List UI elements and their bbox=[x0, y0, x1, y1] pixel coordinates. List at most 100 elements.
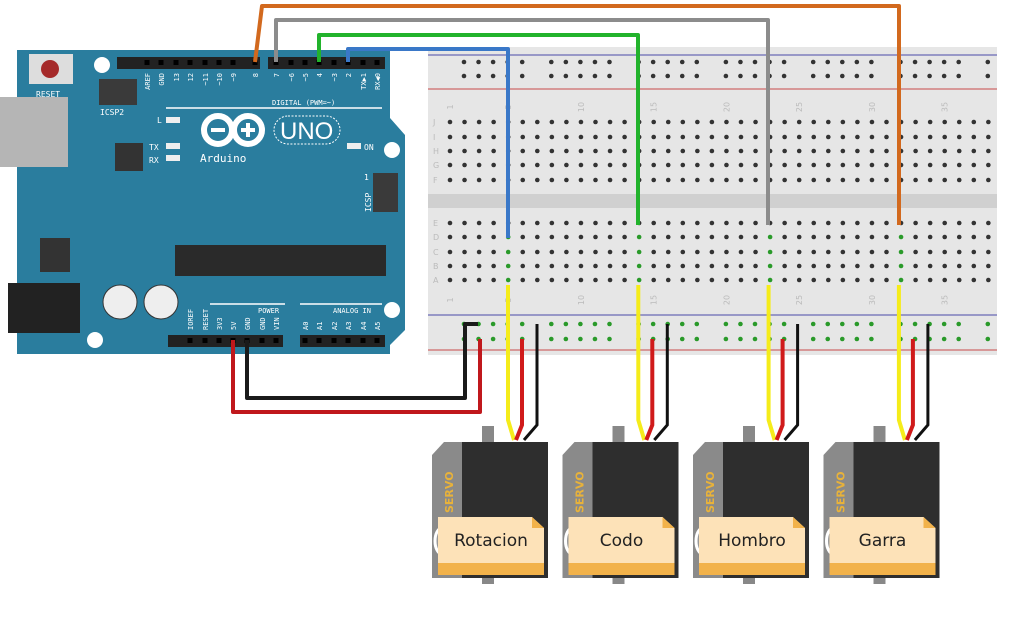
breadboard-hole[interactable] bbox=[738, 234, 744, 240]
breadboard-hole[interactable] bbox=[491, 249, 496, 255]
breadboard-hole[interactable] bbox=[695, 220, 700, 226]
breadboard-hole[interactable] bbox=[724, 148, 729, 154]
breadboard-hole[interactable] bbox=[826, 119, 831, 125]
breadboard-hole[interactable] bbox=[622, 162, 627, 168]
breadboard-hole[interactable] bbox=[578, 148, 584, 154]
header-pin[interactable] bbox=[374, 60, 380, 65]
breadboard-hole[interactable] bbox=[724, 234, 729, 240]
breadboard-hole[interactable] bbox=[695, 134, 700, 140]
wire-pin8-orange[interactable] bbox=[253, 4, 901, 225]
breadboard-hole[interactable] bbox=[753, 162, 758, 168]
breadboard-hole[interactable] bbox=[593, 162, 598, 168]
rail-hole[interactable] bbox=[694, 59, 700, 65]
rail-hole[interactable] bbox=[781, 73, 787, 79]
breadboard-hole[interactable] bbox=[840, 220, 846, 226]
breadboard-hole[interactable] bbox=[840, 162, 846, 168]
breadboard-hole[interactable] bbox=[796, 134, 802, 140]
servo-ground-wire[interactable] bbox=[913, 324, 930, 441]
breadboard-hole[interactable] bbox=[869, 234, 875, 240]
breadboard-hole[interactable] bbox=[680, 220, 686, 226]
breadboard-hole[interactable] bbox=[884, 148, 889, 154]
rail-hole[interactable] bbox=[519, 59, 525, 65]
header-pin[interactable] bbox=[202, 60, 208, 65]
wire-pin2-blue[interactable] bbox=[346, 47, 510, 238]
breadboard-hole[interactable] bbox=[578, 277, 584, 283]
breadboard-hole[interactable] bbox=[607, 119, 613, 125]
breadboard-hole[interactable] bbox=[622, 277, 627, 283]
breadboard-hole[interactable] bbox=[869, 177, 875, 183]
header-pin[interactable] bbox=[202, 338, 208, 343]
rail-hole[interactable] bbox=[694, 336, 700, 342]
header-pin[interactable] bbox=[273, 338, 279, 343]
breadboard-hole[interactable] bbox=[476, 220, 482, 226]
breadboard-hole[interactable] bbox=[622, 177, 627, 183]
rail-hole[interactable] bbox=[607, 59, 612, 65]
breadboard-hole[interactable] bbox=[738, 263, 744, 269]
breadboard-hole[interactable] bbox=[753, 249, 758, 255]
header-pin[interactable] bbox=[252, 60, 258, 65]
breadboard-hole[interactable] bbox=[622, 234, 627, 240]
breadboard-hole[interactable] bbox=[695, 249, 700, 255]
breadboard-hole[interactable] bbox=[709, 148, 715, 154]
rail-hole[interactable] bbox=[810, 73, 816, 79]
header-pin[interactable] bbox=[316, 338, 322, 343]
breadboard-hole[interactable] bbox=[535, 162, 540, 168]
breadboard-hole[interactable] bbox=[622, 220, 627, 226]
breadboard-hole[interactable] bbox=[709, 263, 715, 269]
breadboard-hole[interactable] bbox=[564, 134, 569, 140]
breadboard-hole[interactable] bbox=[796, 148, 802, 154]
rail-hole[interactable] bbox=[752, 321, 758, 327]
breadboard-hole[interactable] bbox=[884, 134, 889, 140]
breadboard-hole[interactable] bbox=[855, 162, 860, 168]
breadboard-hole[interactable] bbox=[709, 234, 715, 240]
rail-hole[interactable] bbox=[578, 59, 583, 65]
rail-hole[interactable] bbox=[578, 73, 583, 79]
breadboard-hole[interactable] bbox=[738, 177, 744, 183]
breadboard-hole[interactable] bbox=[447, 234, 453, 240]
breadboard-hole[interactable] bbox=[971, 162, 977, 168]
header-pin[interactable] bbox=[331, 338, 337, 343]
rail-hole[interactable] bbox=[679, 336, 685, 342]
rail-hole[interactable] bbox=[869, 59, 874, 65]
breadboard-hole[interactable] bbox=[738, 134, 744, 140]
breadboard-hole[interactable] bbox=[462, 277, 467, 283]
breadboard-hole[interactable] bbox=[942, 148, 947, 154]
breadboard-hole[interactable] bbox=[447, 162, 453, 168]
servo-power-wire[interactable] bbox=[514, 339, 524, 441]
breadboard-hole[interactable] bbox=[680, 162, 686, 168]
breadboard-hole[interactable] bbox=[564, 162, 569, 168]
breadboard-hole[interactable] bbox=[535, 220, 540, 226]
breadboard-hole[interactable] bbox=[927, 148, 933, 154]
breadboard-hole[interactable] bbox=[826, 220, 831, 226]
rail-hole[interactable] bbox=[956, 73, 961, 79]
breadboard-hole[interactable] bbox=[986, 220, 991, 226]
breadboard-hole[interactable] bbox=[636, 263, 642, 269]
breadboard-hole[interactable] bbox=[753, 220, 758, 226]
breadboard-hole[interactable] bbox=[884, 249, 889, 255]
breadboard-hole[interactable] bbox=[491, 134, 496, 140]
breadboard-hole[interactable] bbox=[782, 220, 787, 226]
breadboard-hole[interactable] bbox=[971, 249, 977, 255]
breadboard-hole[interactable] bbox=[535, 249, 540, 255]
header-pin[interactable] bbox=[259, 338, 265, 343]
breadboard-hole[interactable] bbox=[942, 249, 947, 255]
breadboard-hole[interactable] bbox=[680, 119, 686, 125]
rail-hole[interactable] bbox=[781, 59, 787, 65]
breadboard-hole[interactable] bbox=[826, 134, 831, 140]
breadboard-hole[interactable] bbox=[651, 234, 656, 240]
rail-hole[interactable] bbox=[956, 336, 961, 342]
rail-hole[interactable] bbox=[810, 336, 816, 342]
breadboard-hole[interactable] bbox=[986, 148, 991, 154]
breadboard-hole[interactable] bbox=[651, 263, 656, 269]
breadboard-hole[interactable] bbox=[796, 162, 802, 168]
breadboard-hole[interactable] bbox=[956, 277, 962, 283]
servo-signal-wire[interactable] bbox=[506, 285, 516, 441]
breadboard-hole[interactable] bbox=[665, 134, 671, 140]
breadboard-hole[interactable] bbox=[476, 277, 482, 283]
rail-hole[interactable] bbox=[854, 73, 860, 79]
rail-hole[interactable] bbox=[461, 59, 467, 65]
rail-hole[interactable] bbox=[549, 59, 554, 65]
rail-hole[interactable] bbox=[490, 73, 496, 79]
breadboard-hole[interactable] bbox=[462, 234, 467, 240]
